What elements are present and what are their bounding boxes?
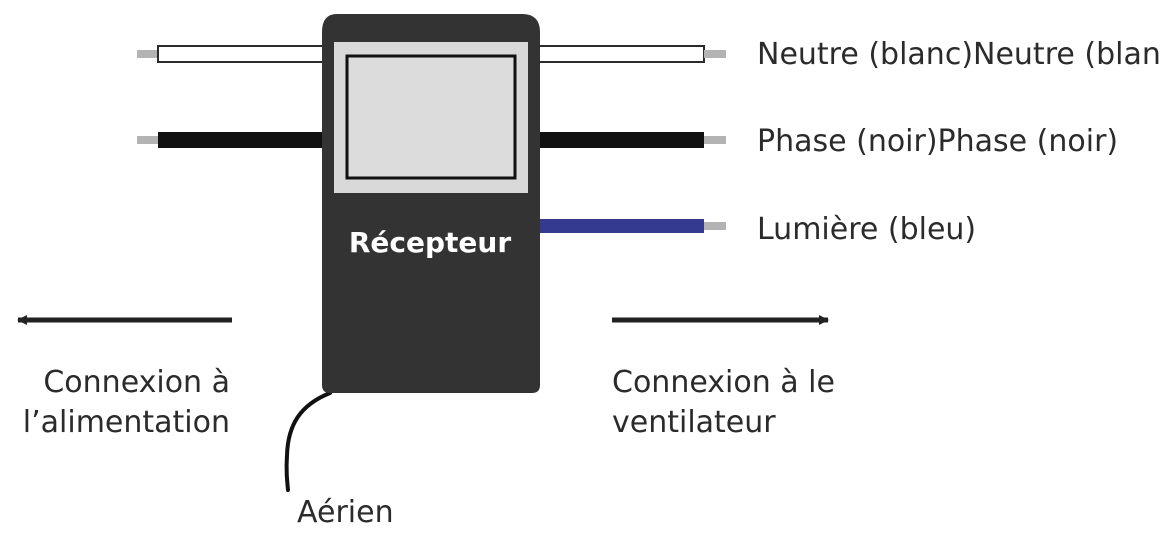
right-phase-wire [536, 132, 704, 148]
right-connection-label-line2: ventilateur [612, 405, 776, 440]
left-wires [137, 45, 325, 148]
phase-wire-label: Phase (noir)Phase (noir) [757, 124, 1118, 159]
neutral-wire-label: Neutre (blanc)Neutre (blanc) [757, 37, 1162, 72]
left-connection-label-line1: Connexion à [43, 365, 230, 400]
receiver-screen [345, 54, 517, 180]
receiver-device: Récepteur [322, 14, 540, 393]
right-light-wire [536, 219, 704, 233]
right-neutral-wire [535, 45, 705, 63]
left-phase-wire [158, 132, 324, 148]
antenna-label: Aérien [297, 495, 394, 530]
left-neutral-tip [137, 50, 159, 58]
left-neutral-wire [157, 45, 325, 63]
antenna-cable [284, 391, 332, 492]
receiver-label: Récepteur [349, 226, 511, 259]
right-phase-tip [704, 136, 726, 144]
right-light-tip [704, 222, 726, 230]
light-wire-label: Lumière (bleu) [757, 212, 976, 247]
left-phase-tip [137, 136, 159, 144]
right-neutral-tip [704, 50, 726, 58]
right-connection-label-line1: Connexion à le [612, 365, 835, 400]
right-wires [535, 45, 726, 233]
left-connection-label-line2: l’alimentation [23, 405, 230, 440]
